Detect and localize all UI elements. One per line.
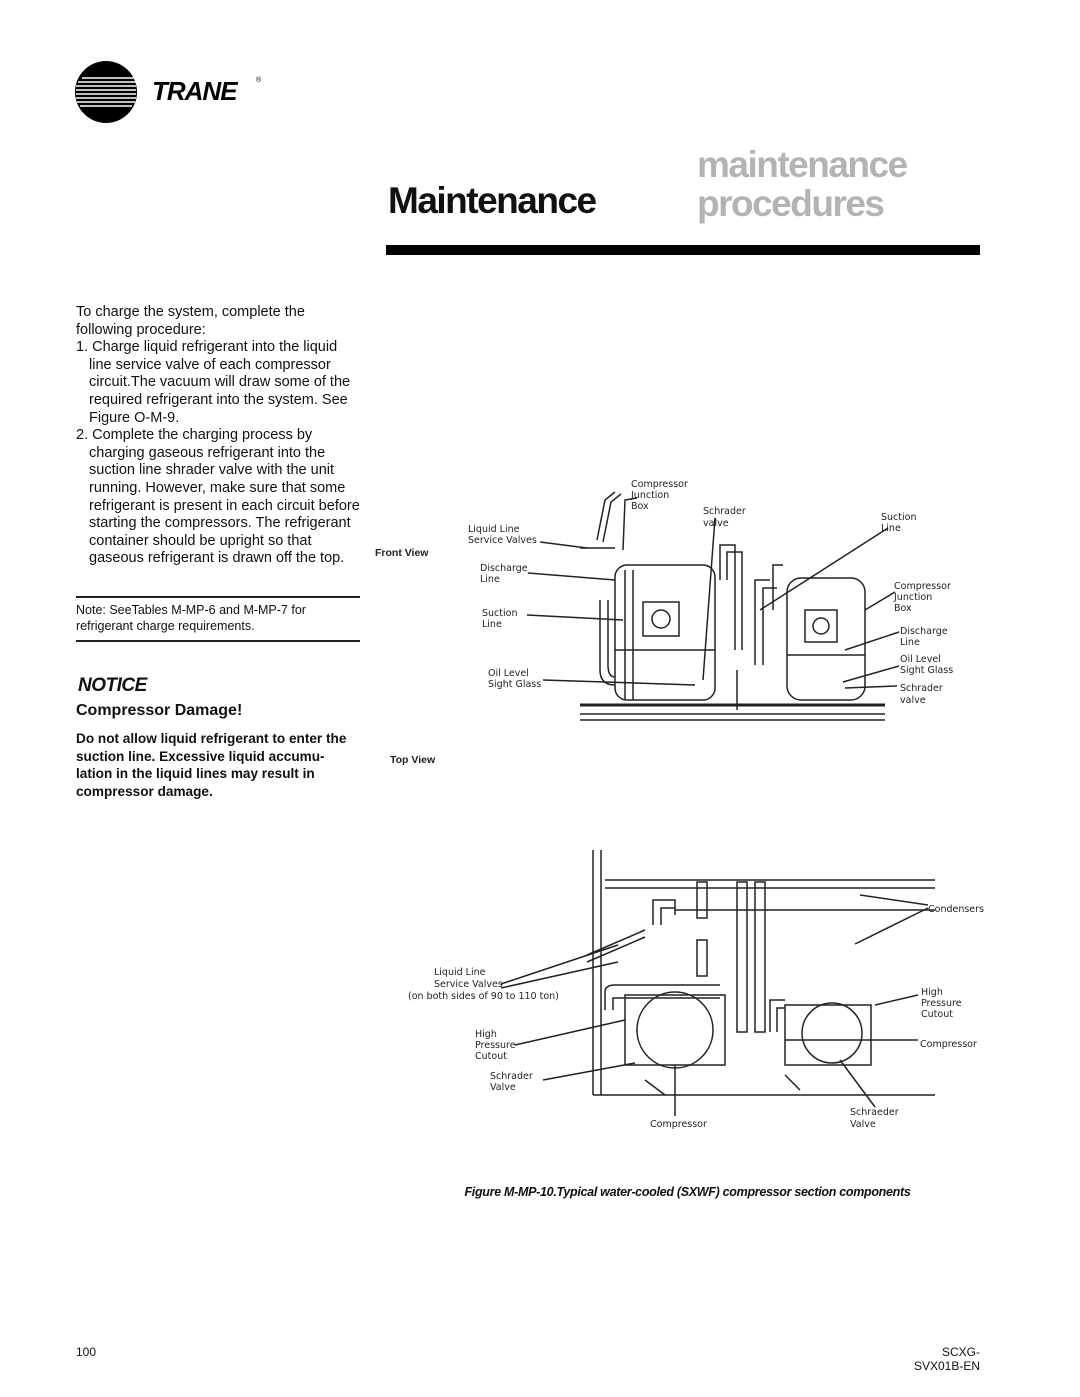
fv-label: Schrader: [703, 506, 746, 517]
trane-wordmark: TRANE: [152, 76, 238, 106]
procedure-step-2: 2. Complete the charging process by char…: [76, 427, 360, 567]
page-number: 100: [76, 1345, 97, 1359]
fv-label: Compressor: [894, 581, 951, 592]
tv-label: Valve: [490, 1082, 516, 1093]
tv-label: Pressure: [475, 1040, 516, 1051]
fv-label: Line: [482, 619, 502, 630]
fv-label: Discharge: [480, 563, 528, 574]
header-rule: [386, 245, 980, 255]
tv-label: High: [475, 1029, 497, 1040]
fv-label: Discharge: [900, 626, 948, 637]
fv-label: Line: [480, 574, 500, 585]
intro-paragraph: To charge the system, complete the follo…: [76, 304, 305, 338]
fv-label: Schrader: [900, 683, 943, 694]
trane-logo: TRANE ®: [75, 61, 262, 123]
tv-label: Schrader: [490, 1071, 533, 1082]
tv-label: Compressor: [920, 1039, 977, 1050]
svg-text:®: ®: [256, 76, 262, 84]
tv-label: Liquid Line: [434, 967, 486, 978]
fv-label: Oil Level: [488, 668, 529, 679]
tv-label: Compressor: [650, 1119, 707, 1130]
fv-label: Box: [631, 501, 649, 512]
fv-label: Line: [881, 523, 901, 534]
trane-circle-logo-icon: [75, 61, 137, 123]
notice-heading: Compressor Damage!: [76, 702, 243, 719]
tv-label: Valve: [850, 1119, 876, 1130]
topic-title-line1: maintenance: [697, 144, 908, 185]
notice-title: NOTICE: [78, 675, 147, 696]
tv-label: Condensers: [928, 904, 984, 915]
compressor-figure: Front View Top View Compressor Junction …: [375, 479, 984, 1130]
tv-label: Pressure: [921, 998, 962, 1009]
procedure-text: To charge the system, complete the follo…: [76, 304, 361, 568]
fv-label: valve: [703, 518, 729, 529]
fv-label: Service Valves: [468, 535, 537, 546]
top-view-title: Top View: [390, 754, 436, 766]
document-number: SCXG-SVX01B-EN: [913, 1345, 980, 1373]
fv-label: valve: [900, 695, 926, 706]
note-rule-top: [76, 596, 360, 598]
figure-caption: Figure M-MP-10.Typical water-cooled (SXW…: [464, 1185, 911, 1199]
fv-label: Line: [900, 637, 920, 648]
fv-label: Sight Glass: [900, 665, 953, 676]
fv-label: Junction: [893, 592, 932, 603]
fv-label: Sight Glass: [488, 679, 541, 690]
notice-body: Do not allow liquid refrigerant to enter…: [76, 731, 347, 799]
fv-label: Compressor: [631, 479, 688, 490]
tv-label: (on both sides of 90 to 110 ton): [408, 991, 559, 1002]
fv-label: Suction: [881, 512, 916, 523]
tv-label: Service Valves: [434, 979, 503, 990]
fv-label: Suction: [482, 608, 517, 619]
section-title: Maintenance: [388, 180, 597, 221]
fv-label: Junction: [630, 490, 669, 501]
fv-label: Liquid Line: [468, 524, 520, 535]
tv-label: Cutout: [921, 1009, 953, 1020]
note-text: Note: SeeTables M-MP-6 and M-MP-7 for re…: [76, 603, 306, 633]
tv-label: High: [921, 987, 943, 998]
procedure-step-1: 1. Charge liquid refrigerant into the li…: [76, 339, 351, 426]
tv-label: Cutout: [475, 1051, 507, 1062]
front-view-title: Front View: [375, 547, 429, 559]
topic-title-line2: procedures: [697, 183, 885, 224]
tv-label: Schraeder: [850, 1107, 899, 1118]
fv-label: Box: [894, 603, 912, 614]
note-rule-bottom: [76, 640, 360, 642]
fv-label: Oil Level: [900, 654, 941, 665]
procedure-steps: 1. Charge liquid refrigerant into the li…: [76, 339, 361, 568]
